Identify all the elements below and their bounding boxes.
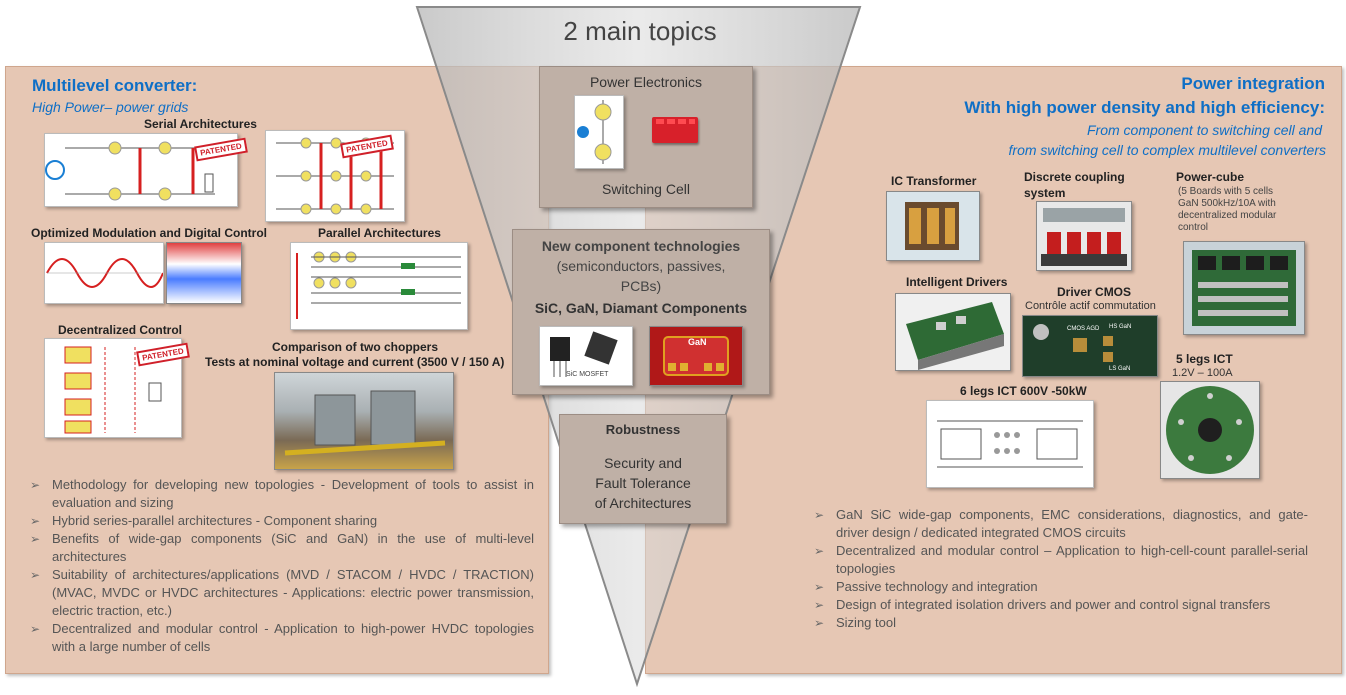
discrete-coupling-label-1: Discrete coupling [1024,170,1125,184]
discrete-coupling-photo [1036,201,1132,271]
ic-transformer-label: IC Transformer [891,174,977,188]
intelligent-drivers-photo [895,293,1011,371]
lego-brick-icon [652,117,698,143]
right-subheading-1: From component to switching cell and [1087,122,1322,138]
list-item: Decentralized and modular control – Appl… [814,542,1308,578]
choppers-test-photo [274,372,454,470]
modulation-label: Optimized Modulation and Digital Control [31,226,267,240]
cmos-chip-label-2: HS GaN [1109,324,1132,330]
serial-circuit-figure: PATENTED [44,133,248,207]
serial-label: Serial Architectures [144,117,257,131]
cmos-chip-label-1: CMOS AGD [1067,326,1100,332]
gan-label: GaN [688,337,707,347]
list-item: GaN SiC wide-gap components, EMC conside… [814,506,1308,542]
right-heading-1: Power integration [1181,74,1325,93]
ict5-label-1: 5 legs ICT [1176,352,1233,366]
list-item: Benefits of wide-gap components (SiC and… [30,530,534,566]
left-heading: Multilevel converter: [32,76,198,95]
list-item: Passive technology and integration [814,578,1308,596]
power-cube-label: Power-cube [1176,170,1245,184]
left-bullet-list: Methodology for developing new topologie… [30,476,534,656]
intelligent-drivers-label: Intelligent Drivers [906,275,1008,289]
serial-circuit-figure-2: PATENTED [265,130,405,222]
decentralized-control-figure: PATENTED [44,338,190,438]
new-tech-title: New component technologies [541,238,741,254]
ict6-schematic [926,400,1094,488]
discrete-coupling-label-2: system [1024,186,1066,200]
list-item: Methodology for developing new topologie… [30,476,534,512]
right-heading-2: With high power density and high efficie… [964,98,1325,117]
power-cube-photo [1183,241,1305,335]
sic-mosfet-photo: SiC MOSFET [539,326,633,386]
list-item: Decentralized and modular control - Appl… [30,620,534,656]
left-subheading: High Power– power grids [32,99,189,115]
ict6-label: 6 legs ICT 600V -50kW [960,384,1087,398]
choppers-label-2: Tests at nominal voltage and current (35… [205,355,505,369]
power-cube-desc-1: (5 Boards with 5 cells [1178,186,1274,197]
list-item: Suitability of architectures/application… [30,566,534,620]
robustness-line-3: of Architectures [594,495,692,511]
parallel-label: Parallel Architectures [318,226,441,240]
switching-cell-box: Power Electronics Switching Cell [539,66,753,208]
right-bullet-list: GaN SiC wide-gap components, EMC conside… [814,506,1308,632]
power-cube-desc-3: decentralized modular [1178,210,1277,221]
driver-cmos-sublabel: Contrôle actif commutation [1025,300,1156,312]
driver-cmos-photo: CMOS AGD HS GaN LS GaN [1022,315,1158,377]
materials-label: SiC, GaN, Diamant Components [534,300,748,316]
parallel-circuit-figure [290,242,468,330]
ict5-label-2: 1.2V – 100A [1172,367,1233,379]
robustness-line-2: Fault Tolerance [595,475,691,491]
switching-cell-schematic [574,95,624,169]
robustness-box: Robustness Security and Fault Tolerance … [559,414,727,524]
new-tech-subtitle: (semiconductors, passives, PCBs) [556,258,726,294]
page-title: 2 main topics [563,16,717,46]
choppers-label-1: Comparison of two choppers [272,340,439,354]
modulation-waveform-figure [44,242,164,304]
switching-cell-label: Switching Cell [602,181,690,197]
power-cube-desc-4: control [1178,222,1209,233]
right-subheading-2: from switching cell to complex multileve… [1008,142,1326,158]
ic-transformer-photo [886,191,980,261]
list-item: Hybrid series-parallel architectures - C… [30,512,534,530]
decentralized-label: Decentralized Control [58,323,183,337]
list-item: Sizing tool [814,614,1308,632]
robustness-title: Robustness [605,422,681,437]
new-technologies-box: New component technologies (semiconducto… [512,229,770,395]
power-cube-desc-2: GaN 500kHz/10A with [1178,198,1276,209]
cmos-chip-label-3: LS GaN [1109,366,1131,372]
modulation-pattern-figure [166,242,242,304]
gan-module-photo: GaN [649,326,743,386]
list-item: Design of integrated isolation drivers a… [814,596,1308,614]
power-electronics-label: Power Electronics [589,74,703,90]
robustness-line-1: Security and [604,455,682,471]
ict5-photo [1160,381,1260,479]
sic-label: SiC MOSFET [566,371,609,378]
driver-cmos-label: Driver CMOS [1057,285,1132,299]
